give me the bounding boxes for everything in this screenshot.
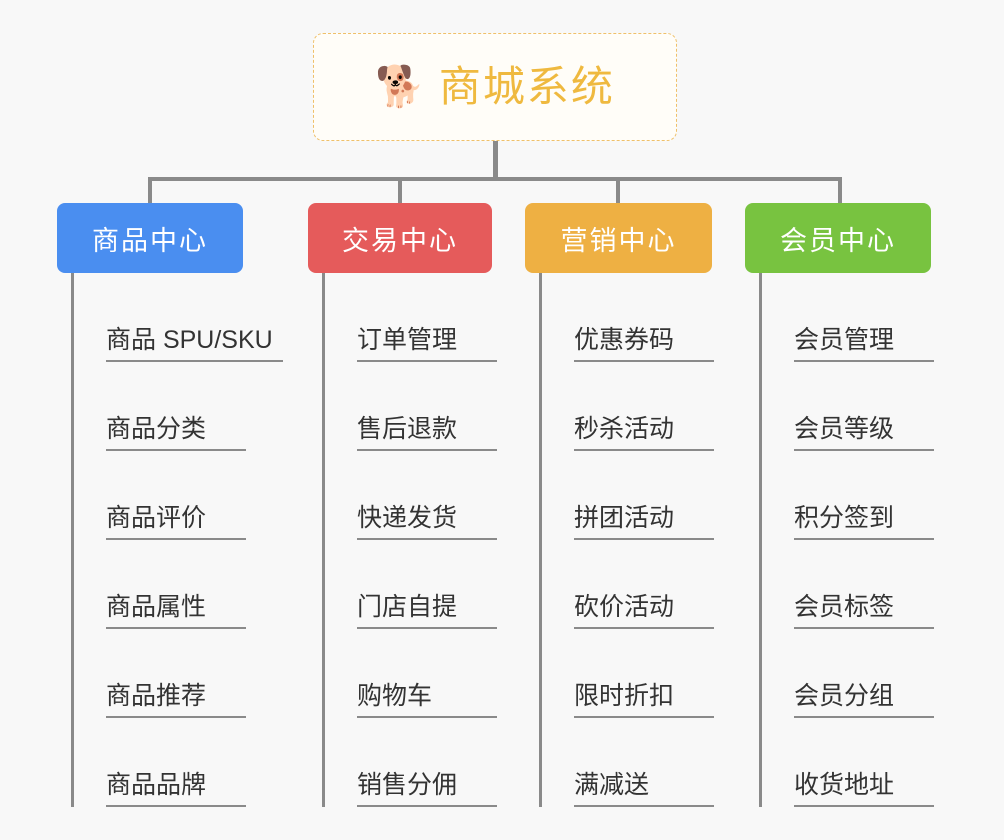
list-item[interactable]: 秒杀活动	[542, 362, 714, 451]
category-title: 会员中心	[780, 225, 896, 256]
list-item[interactable]: 门店自提	[325, 540, 497, 629]
leaf-label: 商品分类	[106, 415, 246, 451]
list-item[interactable]: 会员等级	[762, 362, 934, 451]
leaf-list-member-center: 会员管理 会员等级 积分签到 会员标签 会员分组 收货地址	[759, 273, 934, 807]
leaf-label: 门店自提	[357, 593, 497, 629]
leaf-label: 售后退款	[357, 415, 497, 451]
connector-drop-product-center	[148, 177, 152, 205]
connector-drop-member-center	[838, 177, 842, 205]
leaf-label: 会员管理	[794, 326, 934, 362]
category-header-member-center[interactable]: 会员中心	[745, 203, 931, 273]
category-column-member-center: 会员中心 会员管理 会员等级 积分签到 会员标签 会员分组 收货地址	[745, 203, 934, 807]
list-item[interactable]: 订单管理	[325, 273, 497, 362]
list-item[interactable]: 商品属性	[74, 540, 283, 629]
category-title: 营销中心	[560, 225, 677, 256]
list-item[interactable]: 商品推荐	[74, 629, 283, 718]
list-item[interactable]: 商品分类	[74, 362, 283, 451]
category-column-trade-center: 交易中心 订单管理 售后退款 快递发货 门店自提 购物车 销售分佣	[308, 203, 497, 807]
leaf-list-trade-center: 订单管理 售后退款 快递发货 门店自提 购物车 销售分佣	[322, 273, 497, 807]
leaf-label: 会员等级	[794, 415, 934, 451]
list-item[interactable]: 砍价活动	[542, 540, 714, 629]
connector-root-stem	[493, 141, 498, 179]
leaf-label: 限时折扣	[574, 682, 714, 718]
category-column-product-center: 商品中心 商品 SPU/SKU 商品分类 商品评价 商品属性 商品推荐 商品品牌	[57, 203, 283, 807]
leaf-label: 商品推荐	[106, 682, 246, 718]
list-item[interactable]: 会员管理	[762, 273, 934, 362]
leaf-label: 砍价活动	[574, 593, 714, 629]
leaf-label: 会员分组	[794, 682, 934, 718]
connector-drop-marketing-center	[616, 177, 620, 205]
category-title: 交易中心	[342, 225, 458, 256]
list-item[interactable]: 收货地址	[762, 718, 934, 807]
leaf-label: 会员标签	[794, 593, 934, 629]
list-item[interactable]: 满减送	[542, 718, 714, 807]
category-title: 商品中心	[92, 225, 208, 256]
list-item[interactable]: 积分签到	[762, 451, 934, 540]
list-item[interactable]: 购物车	[325, 629, 497, 718]
list-item[interactable]: 售后退款	[325, 362, 497, 451]
leaf-list-marketing-center: 优惠券码 秒杀活动 拼团活动 砍价活动 限时折扣 满减送	[539, 273, 714, 807]
leaf-label: 订单管理	[357, 326, 497, 362]
category-header-trade-center[interactable]: 交易中心	[308, 203, 492, 273]
leaf-list-product-center: 商品 SPU/SKU 商品分类 商品评价 商品属性 商品推荐 商品品牌	[71, 273, 283, 807]
leaf-label: 购物车	[357, 682, 497, 718]
list-item[interactable]: 会员标签	[762, 540, 934, 629]
leaf-label: 秒杀活动	[574, 415, 714, 451]
list-item[interactable]: 会员分组	[762, 629, 934, 718]
category-header-product-center[interactable]: 商品中心	[57, 203, 243, 273]
list-item[interactable]: 优惠券码	[542, 273, 714, 362]
leaf-label: 商品评价	[106, 504, 246, 540]
category-header-marketing-center[interactable]: 营销中心	[525, 203, 712, 273]
list-item[interactable]: 商品 SPU/SKU	[74, 273, 283, 362]
list-item[interactable]: 限时折扣	[542, 629, 714, 718]
list-item[interactable]: 快递发货	[325, 451, 497, 540]
leaf-label: 快递发货	[357, 504, 497, 540]
leaf-label: 商品属性	[106, 593, 246, 629]
root-node-mall-system[interactable]: 🐕 商城系统	[313, 33, 677, 141]
leaf-label: 商品品牌	[106, 771, 246, 807]
category-column-marketing-center: 营销中心 优惠券码 秒杀活动 拼团活动 砍价活动 限时折扣 满减送	[525, 203, 714, 807]
leaf-label: 商品 SPU/SKU	[106, 326, 283, 362]
leaf-label: 收货地址	[794, 771, 934, 807]
leaf-label: 满减送	[574, 771, 714, 807]
list-item[interactable]: 商品品牌	[74, 718, 283, 807]
root-node-title: 商城系统	[438, 63, 615, 110]
leaf-label: 销售分佣	[357, 771, 497, 807]
leaf-label: 拼团活动	[574, 504, 714, 540]
leaf-label: 积分签到	[794, 504, 934, 540]
connector-drop-trade-center	[398, 177, 402, 205]
list-item[interactable]: 销售分佣	[325, 718, 497, 807]
connector-horizontal-bus	[148, 177, 842, 181]
list-item[interactable]: 商品评价	[74, 451, 283, 540]
list-item[interactable]: 拼团活动	[542, 451, 714, 540]
leaf-label: 优惠券码	[574, 326, 714, 362]
shiba-dog-face-icon: 🐕	[375, 65, 425, 109]
